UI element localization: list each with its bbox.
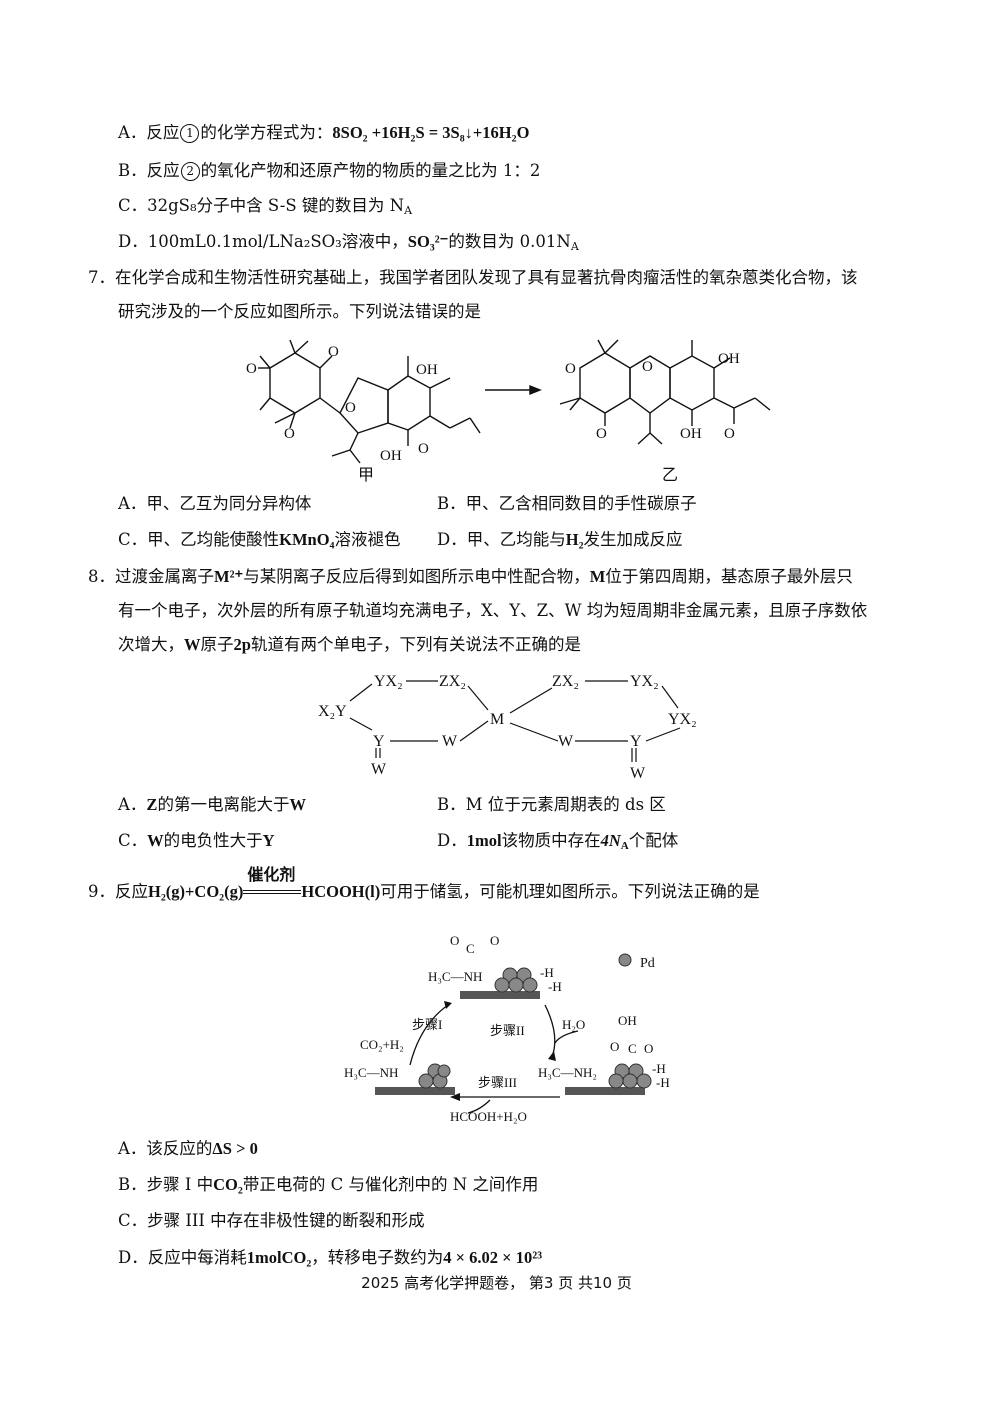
q7-option-b: B．甲、乙含相同数目的手性碳原子 [437, 494, 697, 513]
svg-text:OH: OH [416, 362, 438, 378]
page-footer: 2025 高考化学押题卷， 第3 页 共10 页 [361, 1274, 632, 1292]
q6-option-c: C．32gS₈分子中含 S-S 键的数目为 NA [118, 196, 413, 217]
q6-option-d: D．100mL0.1mol/LNa₂SO₃溶液中，SO₃²⁻的数目为 0.01N… [118, 232, 579, 253]
jia-left-ring [269, 352, 321, 414]
svg-text:O: O [565, 361, 576, 377]
svg-text:-H: -H [652, 1061, 666, 1076]
q8-complex-figure: YX₂ ZX₂ X₂Y M W Y W ZX₂ YX₂ YX₂ W Y W [318, 673, 697, 782]
q8-option-d: D．1mol该物质中存在4NA个配体 [437, 831, 679, 852]
q8-option-c: C．W的电负性大于Y [118, 831, 275, 850]
label-jia: 甲 [358, 465, 374, 484]
svg-text:Pd: Pd [640, 956, 655, 971]
q7-reaction-figure: O O O O OH OH O O O O OH OH O 甲 乙 [246, 339, 771, 484]
svg-text:步骤III: 步骤III [478, 1075, 517, 1090]
svg-text:O: O [328, 344, 339, 360]
svg-text:O: O [724, 426, 735, 442]
q7-option-a: A．甲、乙互为同分异构体 [118, 494, 312, 513]
svg-text:O: O [596, 426, 607, 442]
svg-text:YX₂: YX₂ [668, 711, 697, 728]
q9-option-c: C．步骤 III 中存在非极性键的断裂和形成 [118, 1211, 425, 1230]
svg-text:H₃C—NH₂: H₃C—NH₂ [538, 1065, 597, 1080]
svg-text:O: O [642, 359, 653, 375]
svg-text:-H: -H [540, 965, 554, 980]
q9-mechanism-figure: O C O H₃C—NH -H -H Pd 步骤I 步骤II H₂O CO₂+H… [344, 933, 670, 1124]
q9-option-a: A．该反应的ΔS > 0 [118, 1139, 258, 1158]
jia-benzene-ring [387, 375, 431, 431]
svg-text:W: W [371, 761, 387, 778]
svg-text:H₃C—NH: H₃C—NH [344, 1065, 398, 1080]
svg-text:W: W [630, 765, 646, 782]
q6-option-a-equation: 8SO₂ +16H₂S = 3S₈↓+16H₂O [332, 123, 530, 142]
q7-option-c: C．甲、乙均能使酸性KMnO₄溶液褪色 [118, 530, 401, 549]
svg-text:H₂O: H₂O [562, 1017, 585, 1032]
q7-option-d: D．甲、乙均能与H₂发生加成反应 [437, 530, 683, 549]
svg-text:O: O [490, 933, 499, 948]
svg-text:H₃C—NH: H₃C—NH [428, 969, 482, 984]
q8-option-b: B．M 位于元素周期表的 ds 区 [437, 795, 666, 814]
q7-stem-line1: 7．在化学合成和生物活性研究基础上，我国学者团队发现了具有显著抗骨肉瘤活性的氧杂… [88, 268, 858, 287]
svg-text:M: M [490, 711, 504, 728]
svg-text:ZX₂: ZX₂ [552, 673, 579, 690]
svg-text:O: O [610, 1039, 619, 1054]
svg-text:W: W [558, 733, 574, 750]
svg-text:步骤I: 步骤I [412, 1017, 442, 1032]
svg-text:-H: -H [548, 979, 562, 994]
svg-text:YX₂: YX₂ [374, 673, 403, 690]
svg-text:YX₂: YX₂ [630, 673, 659, 690]
svg-text:Y: Y [630, 733, 642, 750]
svg-text:ZX₂: ZX₂ [439, 673, 466, 690]
svg-text:W: W [442, 733, 458, 750]
q8-stem-line1: 8．过渡金属离子M²⁺与某阴离子反应后得到如图所示电中性配合物，M位于第四周期，… [88, 567, 853, 586]
yi-left-ring [579, 352, 631, 414]
svg-text:OH: OH [380, 448, 402, 464]
q8-option-a: A．Z的第一电离能大于W [118, 795, 306, 814]
svg-text:OH: OH [618, 1013, 637, 1028]
svg-text:O: O [345, 400, 356, 416]
svg-text:步骤II: 步骤II [490, 1023, 525, 1038]
svg-text:-H: -H [656, 1075, 670, 1090]
svg-text:Y: Y [373, 733, 385, 750]
svg-text:O: O [284, 426, 295, 442]
svg-text:CO₂+H₂: CO₂+H₂ [360, 1037, 404, 1052]
svg-text:X₂Y: X₂Y [318, 703, 347, 720]
svg-text:O: O [418, 441, 429, 457]
svg-text:O: O [246, 361, 257, 377]
svg-text:OH: OH [718, 351, 740, 367]
svg-text:O: O [644, 1041, 653, 1056]
svg-text:C: C [628, 1041, 637, 1056]
label-yi: 乙 [662, 465, 678, 484]
q8-stem-line3: 次增大，W原子2p轨道有两个单电子，下列有关说法不正确的是 [118, 635, 581, 654]
q7-stem-line2: 研究涉及的一个反应如图所示。下列说法错误的是 [118, 302, 481, 321]
q9-option-b: B．步骤 I 中CO₂带正电荷的 C 与催化剂中的 N 之间作用 [118, 1175, 539, 1194]
svg-text:C: C [466, 941, 475, 956]
svg-text:HCOOH+H₂O: HCOOH+H₂O [450, 1109, 527, 1124]
q8-stem-line2: 有一个电子，次外层的所有原子轨道均充满电子，X、Y、Z、W 均为短周期非金属元素… [118, 601, 868, 620]
yi-benzene-ring [669, 355, 715, 411]
svg-text:O: O [450, 933, 459, 948]
q9-option-d: D．反应中每消耗1molCO₂，转移电子数约为4 × 6.02 × 10²³ [118, 1248, 543, 1267]
svg-text:OH: OH [680, 426, 702, 442]
